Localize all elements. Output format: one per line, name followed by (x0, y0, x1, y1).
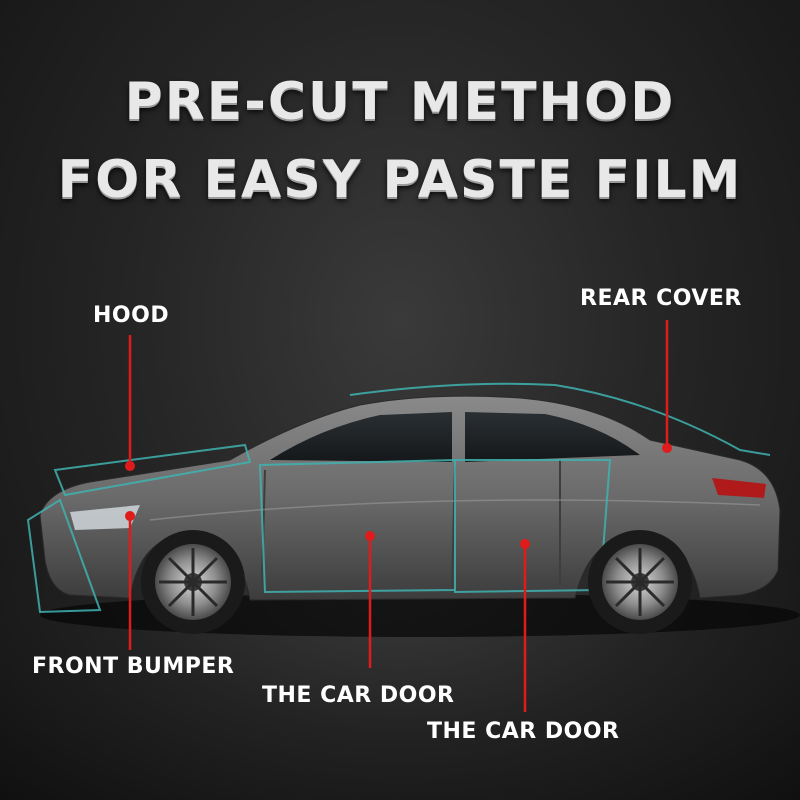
taillight (712, 478, 766, 498)
hood-film-outline (53, 443, 252, 497)
callout-lines (128, 320, 669, 712)
rear-wheel (588, 530, 692, 634)
rear-cover-callout-dot (662, 443, 672, 453)
headline-line-1: PRE-CUT METHOD (124, 72, 676, 132)
side-crease (149, 499, 761, 521)
headlight (70, 505, 140, 530)
front-bumper-label: FRONT BUMPER (32, 654, 235, 679)
roof-film-outline (349, 382, 771, 456)
front-door-callout-dot (365, 531, 375, 541)
bumper-film-outline (26, 498, 102, 614)
rear-door-callout-dot (520, 539, 530, 549)
front-bumper-callout-dot (125, 511, 135, 521)
front-wheel (141, 530, 245, 634)
rear-cover-label: REAR COVER (580, 286, 742, 311)
rear-window (465, 412, 640, 462)
callout-dots (125, 443, 672, 549)
hood-label: HOOD (93, 303, 170, 328)
rear-door-label: THE CAR DOOR (427, 719, 620, 744)
front-window (270, 412, 452, 462)
front-door-label: THE CAR DOOR (262, 683, 455, 708)
headline-line-2: FOR EASY PASTE FILM (57, 150, 743, 210)
hood-callout-dot (125, 461, 135, 471)
